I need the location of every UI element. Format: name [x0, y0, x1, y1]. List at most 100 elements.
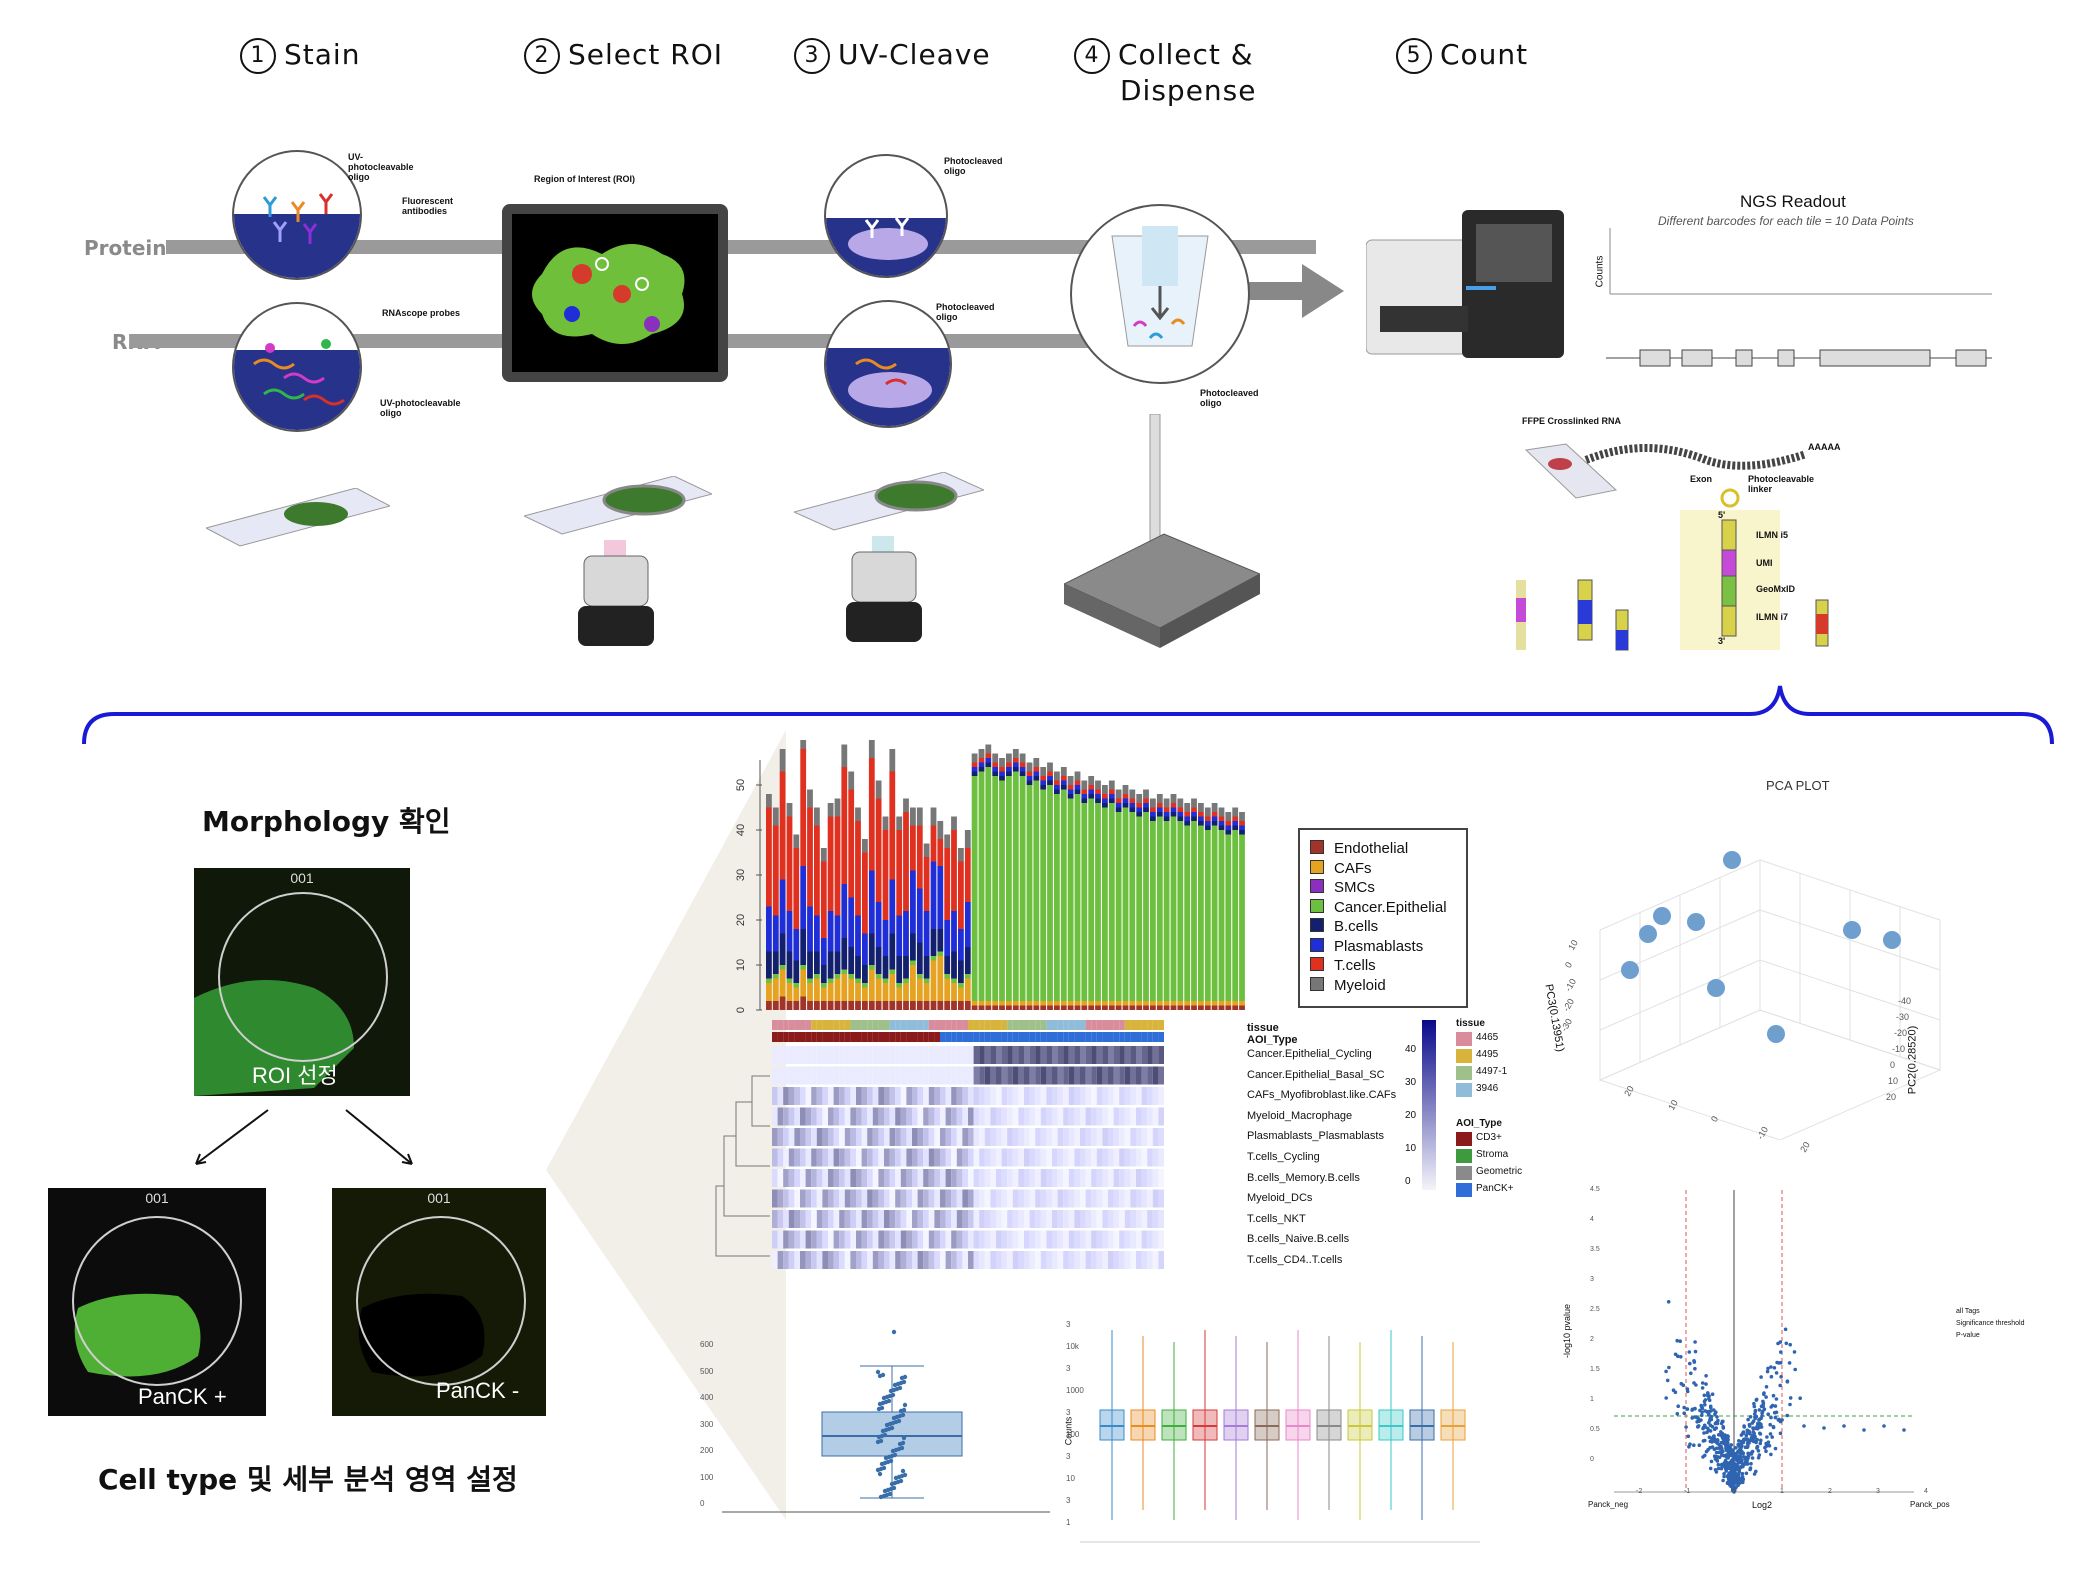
aoi-cell: [1141, 1032, 1148, 1042]
heatmap-cell: [1085, 1046, 1092, 1064]
bar-segment: [1156, 1001, 1163, 1006]
tissue-cell: [1136, 1020, 1142, 1030]
bar-segment: [1081, 1001, 1088, 1006]
volcano-point: [1700, 1406, 1705, 1411]
volcano-point: [1732, 1453, 1736, 1458]
heatmap-cell: [844, 1251, 851, 1269]
heatmap-cell: [951, 1128, 957, 1146]
dendrogram: [715, 1075, 770, 1257]
box2-tick: 3: [1066, 1320, 1071, 1329]
heatmap-cell: [805, 1128, 812, 1146]
heatmap-cell: [1007, 1107, 1013, 1126]
heatmap-cell: [1007, 1230, 1013, 1249]
bar-segment: [971, 767, 978, 772]
heatmap-cell: [788, 1189, 795, 1208]
heatmap-cell: [1113, 1046, 1120, 1064]
heatmap-cell: [1080, 1128, 1086, 1146]
heatmap-cell: [1124, 1128, 1131, 1146]
heatmap-cell: [828, 1189, 834, 1208]
bar-segment: [800, 969, 807, 997]
heatmap-cell: [1102, 1066, 1108, 1085]
heatmap-cell: [783, 1046, 789, 1064]
ffpe-part-umi: UMI: [1756, 558, 1773, 568]
heatmap-cell: [1024, 1251, 1030, 1269]
tissue-cell: [777, 1020, 784, 1030]
volcano-right-label: Panck_pos: [1910, 1500, 1950, 1509]
heatmap-cell: [783, 1107, 789, 1126]
bar-segment: [1191, 798, 1197, 808]
slide-select: [524, 476, 712, 535]
bar-segment: [800, 929, 807, 965]
volcano-point: [1751, 1426, 1755, 1431]
box1-point: [878, 1438, 884, 1444]
heatmap-cell: [968, 1087, 974, 1105]
bar-segment: [1081, 789, 1088, 794]
heatmap-cell: [1063, 1169, 1069, 1187]
bar-segment: [1177, 798, 1184, 808]
heatmap-cell: [1001, 1128, 1008, 1146]
heatmap-cell: [1057, 1210, 1064, 1228]
heatmap-cell: [800, 1128, 806, 1146]
celltype-legend: [1298, 828, 1468, 1008]
box1-point: [887, 1491, 893, 1497]
aoi-cell: [1035, 1032, 1041, 1042]
bar-segment: [1012, 762, 1019, 767]
heatmap-cell: [923, 1066, 929, 1085]
bar-segment: [1026, 762, 1033, 772]
heatmap-cell: [1147, 1107, 1153, 1126]
heatmap-colorbar: [1422, 1020, 1436, 1190]
volcano-point: [1702, 1393, 1707, 1398]
volcano-point: [1773, 1446, 1778, 1451]
heatmap-cell: [1057, 1128, 1064, 1146]
bar-segment: [1163, 812, 1170, 817]
uv-oligo-label-2: UV-photocleavable oligo: [380, 398, 461, 418]
heatmap-cell: [900, 1230, 907, 1249]
heatmap-cell: [844, 1148, 851, 1167]
box1-point: [880, 1372, 886, 1378]
heatmap-cell: [1096, 1128, 1103, 1146]
heatmap-cell: [1068, 1087, 1075, 1105]
heatmap-cell: [1141, 1087, 1148, 1105]
heatmap-cell: [872, 1066, 879, 1085]
volcano-point: [1764, 1441, 1768, 1446]
bar-segment: [978, 749, 985, 758]
volcano-point: [1769, 1374, 1774, 1379]
bar-segment: [1026, 780, 1033, 785]
zoom-funnel: [546, 730, 786, 1520]
heatmap-cell: [973, 1148, 980, 1167]
bar-segment: [1122, 803, 1129, 808]
heatmap-cell: [1141, 1107, 1148, 1126]
heatmap-cell: [1091, 1210, 1097, 1228]
heatmap-cell: [889, 1210, 896, 1228]
bar-segment: [814, 807, 820, 826]
bar-segment: [820, 938, 827, 965]
heatmap-cell: [777, 1251, 784, 1269]
box2-tick: 10k: [1066, 1342, 1079, 1351]
bar-segment: [1122, 794, 1129, 799]
bar-segment: [1006, 771, 1012, 776]
heatmap-cell: [850, 1251, 856, 1269]
volcano-point: [1692, 1360, 1697, 1364]
heatmap-cell: [878, 1066, 884, 1085]
heatmap-cell: [861, 1230, 868, 1249]
volcano-point: [1724, 1446, 1728, 1450]
heatmap-cell: [811, 1107, 817, 1126]
box1-point: [886, 1398, 892, 1404]
aoi-cell: [884, 1032, 890, 1042]
heatmap-cell: [979, 1066, 985, 1085]
heatmap-cell: [962, 1148, 968, 1167]
heatmap-cell: [1007, 1251, 1013, 1269]
heatmap-cell: [822, 1189, 828, 1208]
bar-segment: [882, 816, 889, 830]
heatmap-cell: [800, 1189, 806, 1208]
bar-segment: [848, 897, 855, 947]
heatmap-cell: [783, 1128, 789, 1146]
heatmap-cell: [923, 1087, 929, 1105]
heatmap-cell: [996, 1128, 1002, 1146]
bar-segment: [1033, 780, 1040, 1001]
bar-segment: [1006, 776, 1012, 1001]
bar-segment: [814, 974, 820, 979]
bar-segment: [1115, 812, 1122, 1001]
heatmap-cell: [1024, 1189, 1030, 1208]
volcano-x-tick: 3: [1876, 1488, 1880, 1495]
